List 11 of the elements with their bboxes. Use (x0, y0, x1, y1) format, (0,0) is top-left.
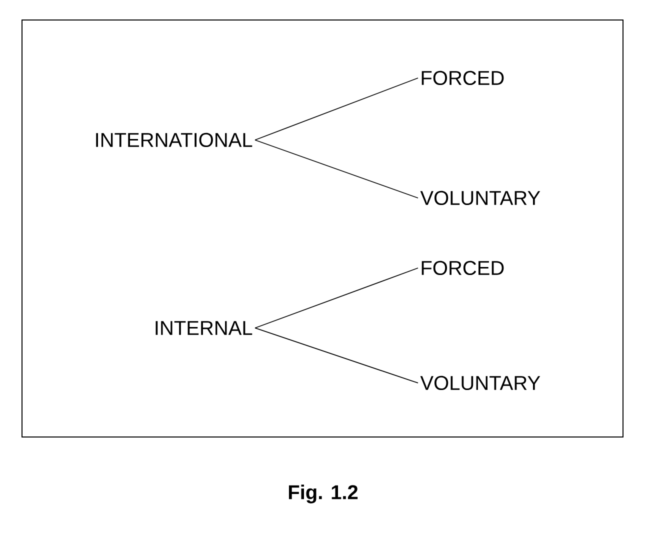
branch-label: FORCED (422, 70, 504, 86)
branch-label: FORCED (422, 260, 504, 276)
branch-label: VOLUNTARY (420, 376, 540, 390)
branch-label: INTERNATIONAL (96, 132, 252, 148)
branch-label: INTERNAL (156, 321, 252, 335)
caption: Fig. 1.2 (288, 484, 358, 504)
branch-line (254, 268, 418, 328)
branch-line (254, 78, 418, 140)
branch-label: VOLUNTARY (420, 190, 540, 206)
branch-line (254, 140, 418, 198)
branch-line (254, 328, 418, 384)
